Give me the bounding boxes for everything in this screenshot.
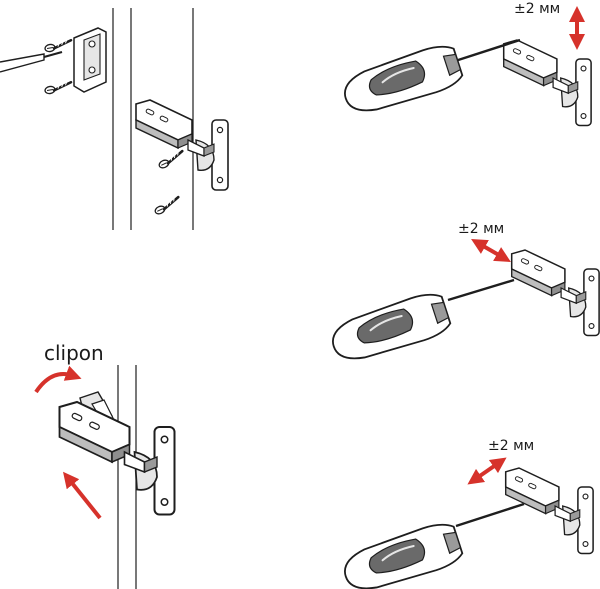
- cabinet-hinge-icon: [510, 249, 600, 337]
- screwdriver-shaft: [447, 278, 515, 302]
- label-side-adjustment: ±2 мм: [458, 221, 505, 237]
- mounting-plate-icon: [73, 27, 107, 93]
- cabinet-hinge-icon: [502, 39, 592, 127]
- screwdriver-icon: [337, 40, 466, 121]
- push-arrow-icon: [63, 471, 102, 520]
- screwdriver-icon: [337, 518, 466, 589]
- label-depth-adjustment: ±2 мм: [488, 438, 535, 454]
- screwdriver-shaft: [43, 50, 63, 59]
- screwdriver-icon: [0, 53, 45, 73]
- panel-mounting: [0, 8, 229, 230]
- cabinet-hinge-icon: [504, 467, 594, 555]
- double-arrow-icon: [471, 239, 511, 262]
- screwdriver-icon: [325, 288, 454, 369]
- label-vertical-adjustment: ±2 мм: [514, 1, 561, 17]
- panel-depth-adjust: [337, 457, 594, 589]
- double-arrow-icon: [467, 457, 507, 485]
- screw-icon: [42, 37, 74, 54]
- cabinet-hinge-icon: [135, 99, 229, 191]
- screwdriver-shaft: [455, 502, 525, 528]
- label-clip-on: clipon: [44, 341, 104, 365]
- screw-icon: [152, 194, 183, 217]
- screwdriver-shaft: [451, 38, 521, 64]
- panel-clip-on: [34, 365, 176, 589]
- screw-icon: [156, 148, 187, 171]
- curved-arrow-icon: [34, 365, 82, 394]
- cabinet-hinge-icon: [58, 401, 176, 516]
- panel-vertical-adjust: [337, 6, 592, 127]
- panel-side-adjust: [325, 239, 600, 369]
- screw-icon: [42, 79, 74, 96]
